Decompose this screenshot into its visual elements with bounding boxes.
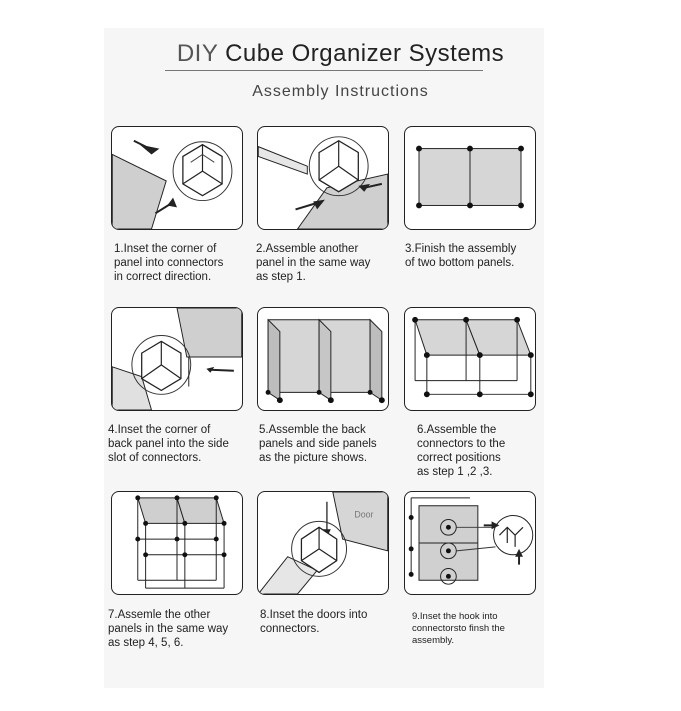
title-prefix: DIY	[176, 40, 218, 67]
step-8-illustration: Door	[257, 491, 389, 595]
door-label: Door	[354, 510, 373, 520]
step-6-illustration	[404, 307, 536, 411]
step-5-illustration	[257, 307, 389, 411]
title-divider	[165, 70, 483, 71]
step-3-caption: 3.Finish the assembly of two bottom pane…	[405, 243, 517, 269]
step-4-caption: 4.Inset the corner of back panel into th…	[108, 424, 229, 464]
step-7-caption: 7.Assemle the other panels in the same w…	[108, 609, 229, 649]
step-1-caption: 1.Inset the corner of panel into connect…	[114, 243, 224, 283]
step-6-caption: 6.Assemble the connectors to the correct…	[417, 424, 506, 478]
step-9-illustration	[404, 491, 536, 595]
step-4-illustration	[111, 307, 243, 411]
page-title: DIY Cube Organizer Systems	[0, 40, 681, 68]
title-main: Cube Organizer Systems	[225, 40, 505, 67]
step-5-caption: 5.Assemble the back panels and side pane…	[259, 424, 377, 464]
step-9-caption: 9.Inset the hook into connectorsto finsh…	[412, 611, 505, 646]
step-2-caption: 2.Assemble another panel in the same way…	[256, 243, 371, 283]
step-3-illustration	[404, 126, 536, 230]
page-subtitle: Assembly Instructions	[252, 83, 429, 100]
step-8-caption: 8.Inset the doors into connectors.	[260, 609, 368, 635]
step-7-illustration	[111, 491, 243, 595]
step-1-illustration	[111, 126, 243, 230]
step-2-illustration	[257, 126, 389, 230]
